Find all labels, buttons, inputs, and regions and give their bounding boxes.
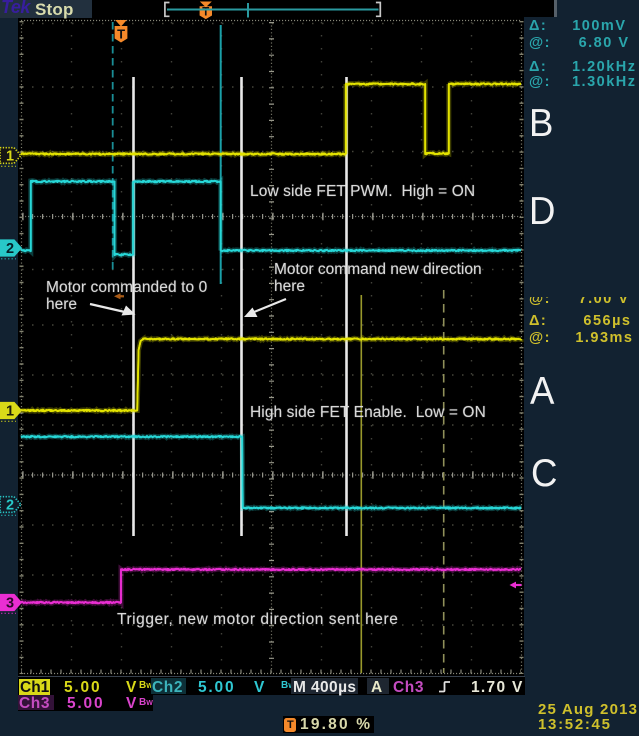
svg-text:2: 2 <box>6 498 14 514</box>
svg-text:2: 2 <box>6 241 14 257</box>
svg-text:1: 1 <box>6 149 14 165</box>
svg-text:T: T <box>202 7 209 19</box>
svg-text:T: T <box>117 27 125 42</box>
svg-text:3: 3 <box>6 596 14 612</box>
svg-text:1: 1 <box>6 404 14 420</box>
